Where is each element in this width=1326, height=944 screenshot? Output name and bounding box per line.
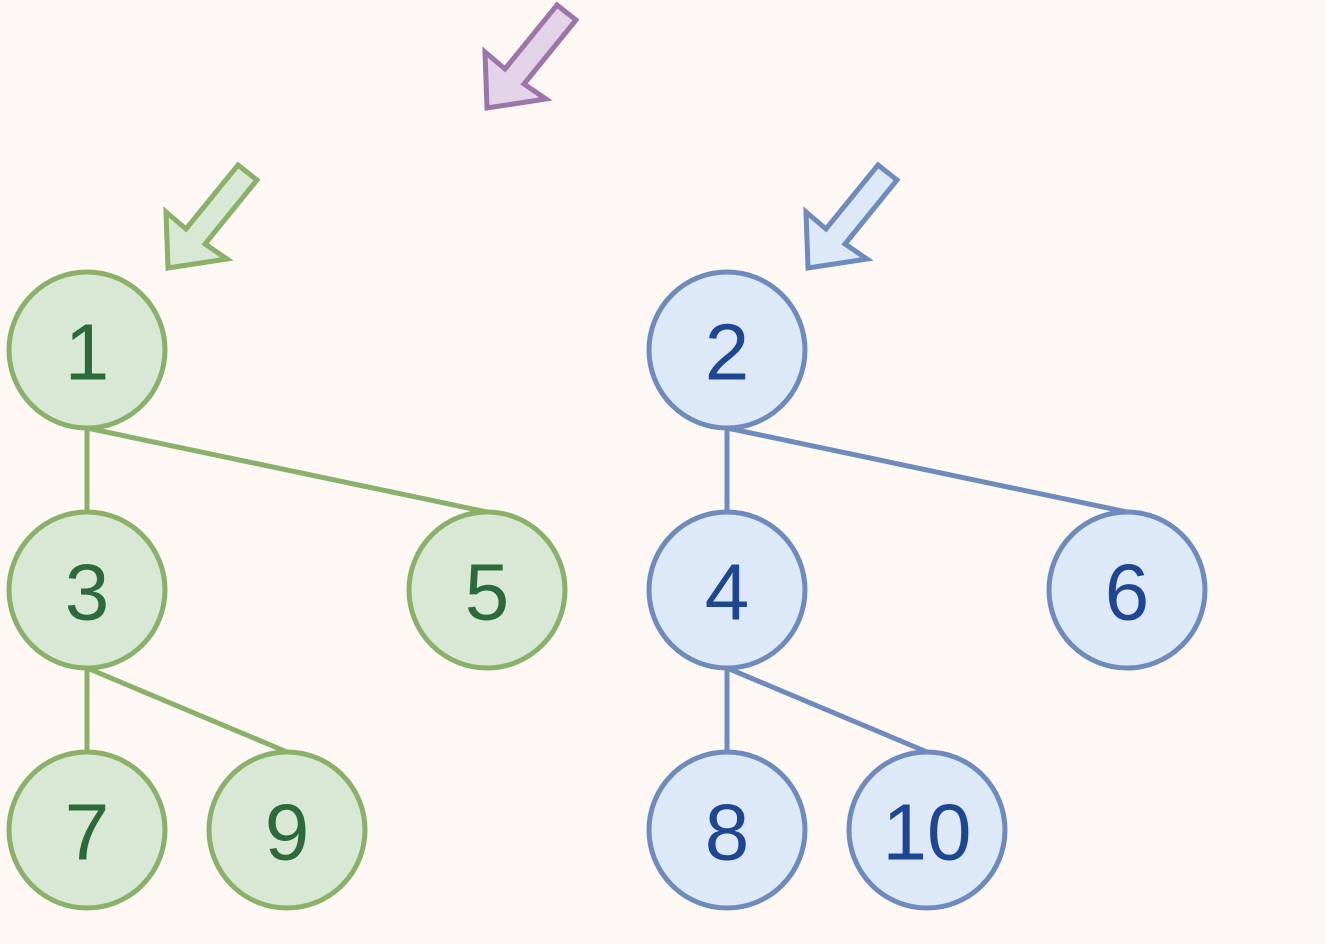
node-label: 4 <box>705 548 750 637</box>
node-circle <box>646 509 808 671</box>
purple-arrow-icon <box>482 1 580 111</box>
node-label: 6 <box>1105 548 1150 637</box>
node-circle <box>406 509 568 671</box>
tree-edge <box>86 425 488 515</box>
node-circle <box>646 269 808 431</box>
green-tree-edges <box>84 425 488 755</box>
node-label: 1 <box>65 308 110 397</box>
node-label: 5 <box>465 548 510 637</box>
tree-node-2: 2 <box>646 269 808 431</box>
tree-node-7: 7 <box>6 749 168 911</box>
tree-node-9: 9 <box>206 749 368 911</box>
node-circle <box>1046 509 1208 671</box>
tree-node-6: 6 <box>1046 509 1208 671</box>
tree-node-4: 4 <box>646 509 808 671</box>
tree-node-3: 3 <box>6 509 168 671</box>
tree-node-5: 5 <box>406 509 568 671</box>
edges-layer <box>84 425 1128 755</box>
node-circle <box>6 509 168 671</box>
node-label: 8 <box>705 788 750 877</box>
node-label: 10 <box>883 788 972 877</box>
node-label: 2 <box>705 308 750 397</box>
blue-arrow-icon <box>803 161 901 271</box>
green-tree: 1 3 5 7 9 <box>6 269 568 911</box>
node-circle <box>646 749 808 911</box>
tree-edge <box>726 665 928 755</box>
node-label: 3 <box>65 548 110 637</box>
tree-edge <box>86 665 288 755</box>
green-arrow-icon <box>163 161 261 271</box>
node-circle <box>6 749 168 911</box>
tree-node-10: 10 <box>846 749 1008 911</box>
blue-tree: 2 4 6 8 10 <box>646 269 1208 911</box>
arrows-layer <box>163 1 901 271</box>
node-circle <box>6 269 168 431</box>
blue-tree-edges <box>724 425 1128 755</box>
nodes-layer: 1 3 5 7 9 2 4 6 8 10 <box>6 269 1208 911</box>
tree-node-8: 8 <box>646 749 808 911</box>
node-circle <box>846 749 1008 911</box>
node-circle <box>206 749 368 911</box>
node-label: 7 <box>65 788 110 877</box>
tree-node-1: 1 <box>6 269 168 431</box>
node-label: 9 <box>265 788 310 877</box>
tree-edge <box>726 425 1128 515</box>
